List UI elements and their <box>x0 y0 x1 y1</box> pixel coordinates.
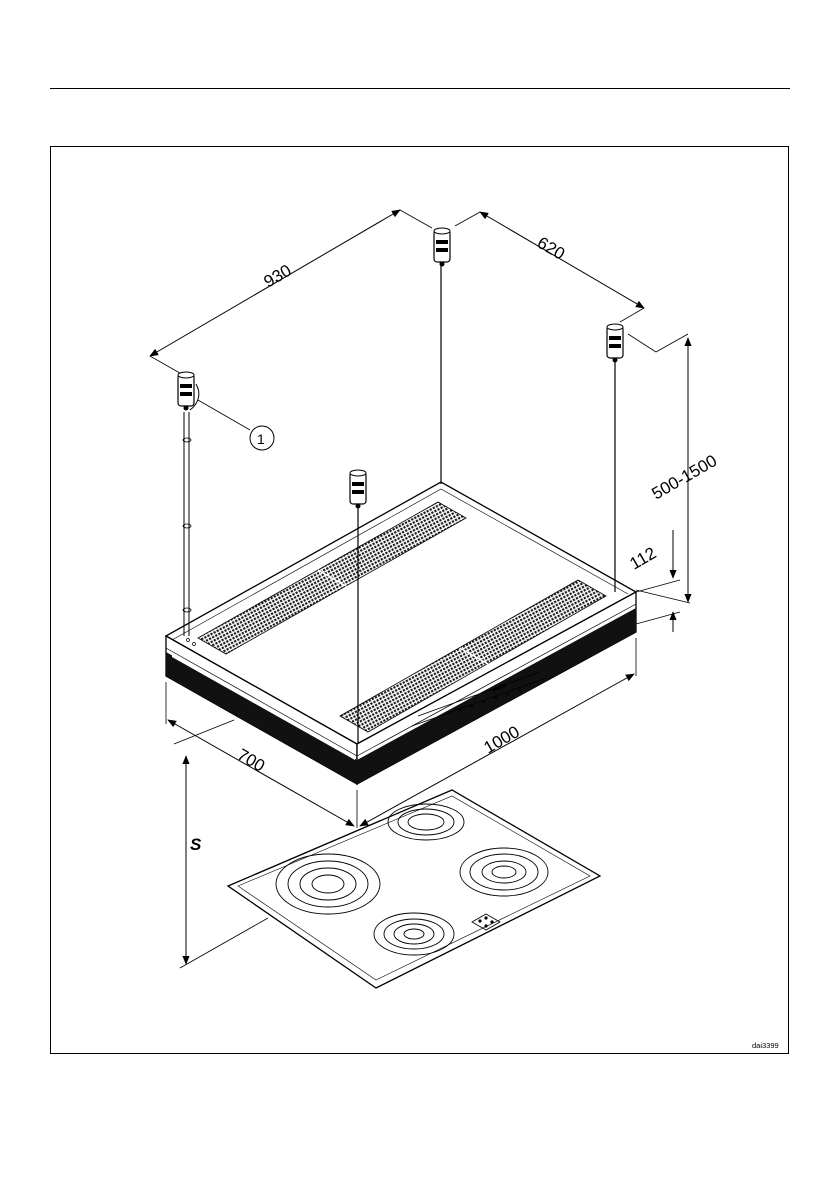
dimension-620: 620 <box>455 212 644 322</box>
ceiling-mount-front <box>350 470 366 509</box>
extractor-hood <box>166 482 636 784</box>
figure-reference-code: dai3399 <box>752 1041 779 1050</box>
dimension-112-label: 112 <box>627 543 660 573</box>
dimension-930-label: 930 <box>261 261 295 292</box>
dimension-620-label: 620 <box>534 233 568 264</box>
dimension-700-label: 700 <box>234 745 268 776</box>
dimension-1000-label: 1000 <box>481 722 523 757</box>
ceiling-mount-right <box>607 324 623 363</box>
callout-1-label: 1 <box>257 431 265 447</box>
ceiling-mount-rear <box>434 228 450 267</box>
dimension-s-label: S <box>190 835 202 854</box>
dimension-500-1500-label: 500-1500 <box>649 451 721 503</box>
dimension-930: 930 <box>150 210 432 376</box>
ceramic-hob <box>228 790 600 988</box>
callout-1: 1 <box>198 400 274 450</box>
ceiling-mount-left <box>178 372 194 411</box>
